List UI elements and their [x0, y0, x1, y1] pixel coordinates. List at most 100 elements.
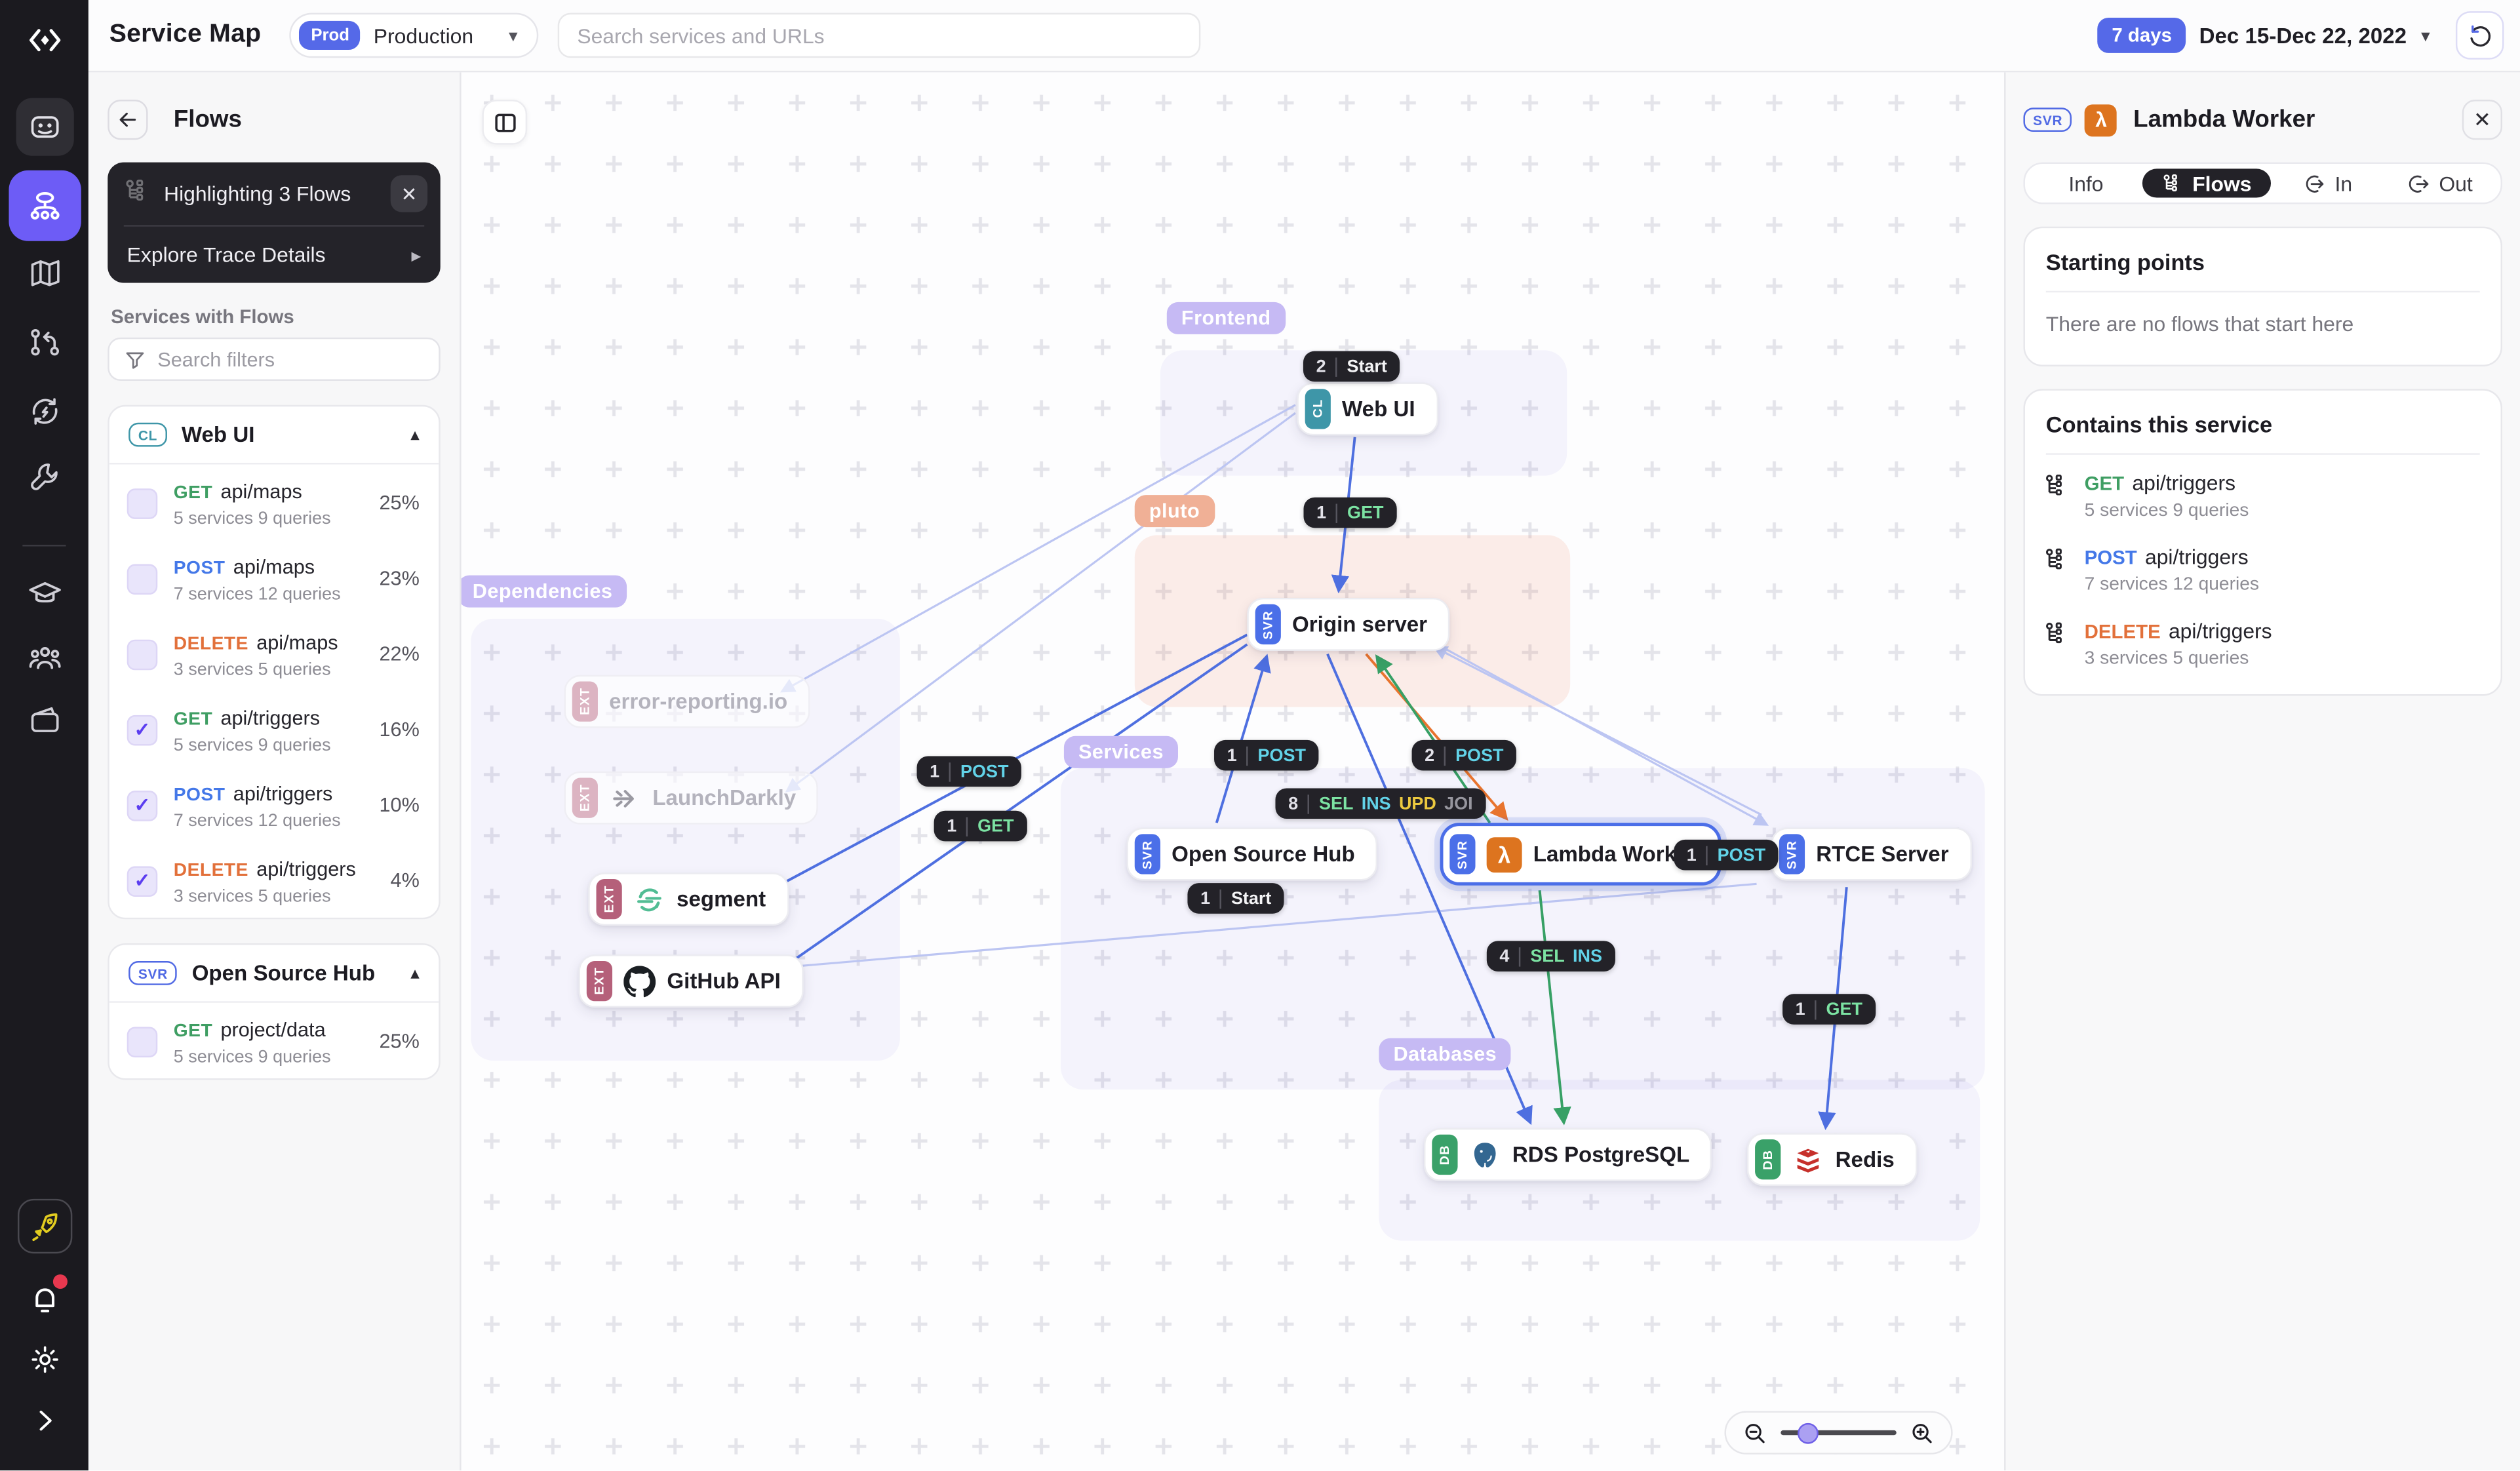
sidebar-item-academy[interactable] — [26, 576, 62, 612]
environment-selector[interactable]: Prod Production ▾ — [290, 12, 539, 58]
node-error-reporting[interactable]: EXT error-reporting.io — [564, 675, 810, 728]
notifications-bell-icon[interactable] — [25, 1274, 67, 1318]
app-logo-icon[interactable] — [17, 16, 71, 65]
server-badge: SVR — [1779, 834, 1805, 874]
service-map-canvas[interactable]: Frontend pluto Dependencies Services Dat… — [461, 72, 2005, 1471]
group-label-databases[interactable]: Databases — [1379, 1038, 1512, 1070]
service-card-header[interactable]: CL Web UI ▴ — [109, 406, 439, 465]
client-badge: CL — [1305, 389, 1331, 429]
sidebar-item-traces[interactable] — [26, 324, 62, 360]
group-label-services[interactable]: Services — [1063, 736, 1179, 768]
sidebar-item-tools[interactable] — [26, 460, 62, 495]
flow-checkbox[interactable] — [127, 488, 158, 519]
flow-checkbox[interactable] — [127, 638, 158, 670]
flow-percent: 10% — [379, 794, 420, 817]
sidebar-item-service-map[interactable] — [8, 170, 81, 241]
flow-checkbox[interactable] — [127, 1026, 158, 1057]
tab-flows[interactable]: Flows — [2142, 168, 2272, 198]
node-github-api[interactable]: EXT GitHub API — [578, 954, 804, 1008]
node-segment[interactable]: EXT segment — [588, 873, 789, 926]
sidebar-item-map[interactable] — [26, 256, 62, 291]
external-badge: EXT — [572, 681, 598, 722]
zoom-slider-knob[interactable] — [1798, 1422, 1819, 1443]
postgresql-icon — [1474, 1142, 1496, 1167]
sidebar-item-billing[interactable] — [26, 702, 62, 737]
back-button[interactable] — [108, 99, 148, 140]
flow-checkbox[interactable] — [127, 789, 158, 821]
segment-icon — [637, 888, 661, 911]
env-badge: Prod — [300, 20, 361, 50]
tab-info[interactable]: Info — [2068, 171, 2104, 195]
notification-dot — [52, 1274, 67, 1289]
flow-checkbox[interactable] — [127, 714, 158, 745]
node-redis[interactable]: DB Redis — [1746, 1133, 1918, 1187]
flow-tree-icon — [2045, 474, 2062, 496]
expand-rail-chevron-icon[interactable] — [28, 1405, 60, 1437]
filter-icon — [126, 351, 144, 368]
filter-search-input[interactable]: Search filters — [108, 337, 441, 382]
close-icon[interactable]: ✕ — [2462, 99, 2503, 140]
node-open-source-hub[interactable]: SVR Open Source Hub — [1126, 827, 1377, 881]
flow-checkbox[interactable] — [127, 563, 158, 594]
collapse-chevron-icon[interactable]: ▴ — [410, 964, 420, 984]
refresh-button[interactable] — [2455, 11, 2504, 60]
collapse-chevron-icon[interactable]: ▴ — [410, 425, 420, 446]
service-detail-panel: SVR λ Lambda Worker ✕ Info Flows In Out … — [2004, 72, 2520, 1471]
tab-out[interactable]: Out — [2384, 168, 2496, 197]
group-label-pluto[interactable]: pluto — [1134, 495, 1215, 528]
tab-in[interactable]: In — [2272, 168, 2384, 197]
node-launchdarkly[interactable]: EXT LaunchDarkly — [564, 771, 819, 825]
zoom-out-icon[interactable] — [1742, 1420, 1767, 1445]
node-web-ui[interactable]: CL Web UI — [1297, 382, 1438, 436]
sidebar-item-team[interactable] — [26, 640, 62, 677]
external-badge: EXT — [586, 961, 613, 1002]
flow-tree-icon — [2045, 622, 2062, 644]
settings-gear-icon[interactable] — [26, 1342, 62, 1377]
date-range[interactable]: Dec 15-Dec 22, 2022 — [2199, 23, 2407, 48]
node-rds-postgresql[interactable]: DB RDS PostgreSQL — [1424, 1128, 1712, 1181]
chevron-down-icon[interactable]: ▾ — [2421, 26, 2430, 46]
detail-tabs: Info Flows In Out — [2023, 162, 2503, 205]
client-badge: CL — [128, 422, 167, 447]
rocket-icon[interactable] — [16, 1198, 72, 1254]
external-badge: EXT — [596, 878, 622, 920]
group-label-dependencies[interactable]: Dependencies — [461, 575, 627, 608]
close-icon[interactable]: ✕ — [390, 175, 428, 212]
section-label: Services with Flows — [111, 305, 294, 328]
node-rtce-server[interactable]: SVR RTCE Server — [1771, 827, 1971, 881]
node-origin-server[interactable]: SVR Origin server — [1247, 597, 1450, 651]
sidebar-item-sync[interactable] — [26, 394, 62, 429]
flows-icon — [2163, 174, 2178, 191]
flow-checkbox[interactable] — [127, 865, 158, 896]
workspace-avatar-icon[interactable] — [15, 98, 73, 156]
group-label-frontend[interactable]: Frontend — [1166, 302, 1286, 334]
explore-trace-details-link[interactable]: Explore Trace Details ▸ — [127, 243, 422, 267]
search-input[interactable] — [557, 12, 1201, 58]
panel-toggle-button[interactable] — [482, 99, 528, 145]
zoom-slider[interactable] — [1781, 1422, 1897, 1443]
service-card-header[interactable]: SVR Open Source Hub ▴ — [109, 945, 439, 1003]
zoom-in-icon[interactable] — [1909, 1420, 1935, 1445]
